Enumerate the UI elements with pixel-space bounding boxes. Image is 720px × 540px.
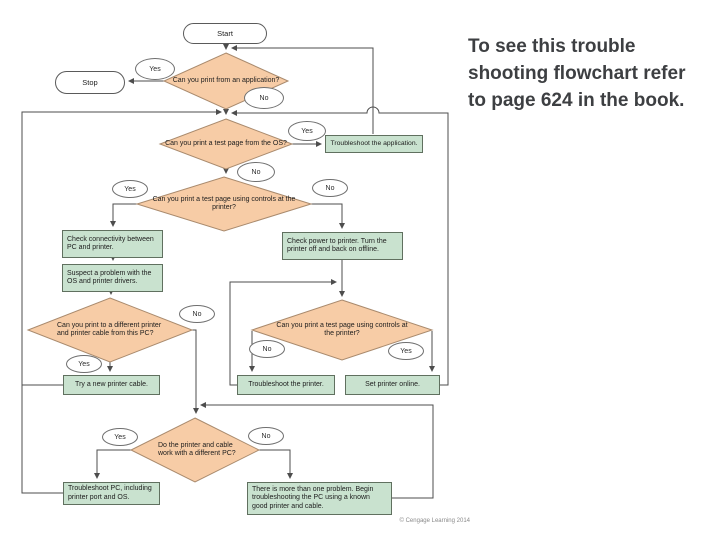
label-d1-no: No [244,87,284,109]
decision-printer-cable-different-pc [129,417,261,483]
label-d6-no: No [248,427,284,445]
label-d2-no: No [237,162,275,182]
connector-d4-no-d6 [192,329,199,414]
printer-troubleshooting-flowchart: Start Stop Can you print from an applica… [21,23,470,524]
connector-lines [21,44,449,499]
process-troubleshoot-printer: Troubleshoot the printer. [237,375,335,395]
decision-test-page-printer-controls-2 [250,299,434,361]
label-d4-yes: Yes [66,355,102,373]
label-d5-yes: Yes [388,342,424,360]
process-check-power: Check power to printer. Turn the printer… [282,232,403,260]
connector-d3-yes-p2 [110,203,137,227]
decision-label-d1: Can you print from an application? [172,76,280,84]
decision-label-d6: Do the printer and cable work with a dif… [158,441,236,457]
decision-print-different-printer [26,297,194,363]
decision-test-page-printer-controls-1 [135,176,313,232]
flowchart-canvas [21,44,449,499]
label-d6-yes: Yes [102,428,138,446]
label-d2-yes: Yes [288,121,326,141]
connector-d6-yes-p8 [94,449,131,479]
decision-label-d4: Can you print to a different printer and… [57,321,162,337]
process-troubleshoot-application: Troubleshoot the application. [325,135,423,153]
process-suspect-os-drivers: Suspect a problem with the OS and printe… [62,264,163,292]
page-reference-note: To see this trouble shooting flowchart r… [468,36,686,111]
process-troubleshoot-pc: Troubleshoot PC, including printer port … [63,482,160,505]
connector-right-loop [231,106,449,386]
process-check-connectivity: Check connectivity between PC and printe… [62,230,163,258]
connector-p9-feedback [200,402,434,499]
decision-label-d2: Can you print a test page from the OS? [165,139,287,147]
decision-label-d3: Can you print a test page using controls… [152,195,296,211]
label-d1-yes: Yes [135,58,175,80]
connector-d3-no-p4 [311,203,345,229]
connector-left-loop-lower [21,380,63,494]
label-d3-no: No [312,179,348,197]
decision-test-page-from-os [158,118,294,170]
decision-label-d5: Can you print a test page using controls… [276,321,408,337]
process-try-new-cable: Try a new printer cable. [63,375,160,395]
label-d4-no: No [179,305,215,323]
label-d5-no: No [249,340,285,358]
credit-line: © Cengage Learning 2014 [399,518,470,524]
label-d3-yes: Yes [112,180,148,198]
decision-shapes [26,52,434,483]
process-set-printer-online: Set printer online. [345,375,440,395]
process-more-than-one-problem: There is more than one problem. Begin tr… [247,482,392,515]
terminator-stop: Stop [55,71,125,94]
connector-d6-no-p9 [259,449,293,479]
connector-left-loop [21,109,222,386]
terminator-start: Start [183,23,267,44]
connector-p1-feedback [231,45,374,134]
connector-p6-feedback [229,279,337,386]
